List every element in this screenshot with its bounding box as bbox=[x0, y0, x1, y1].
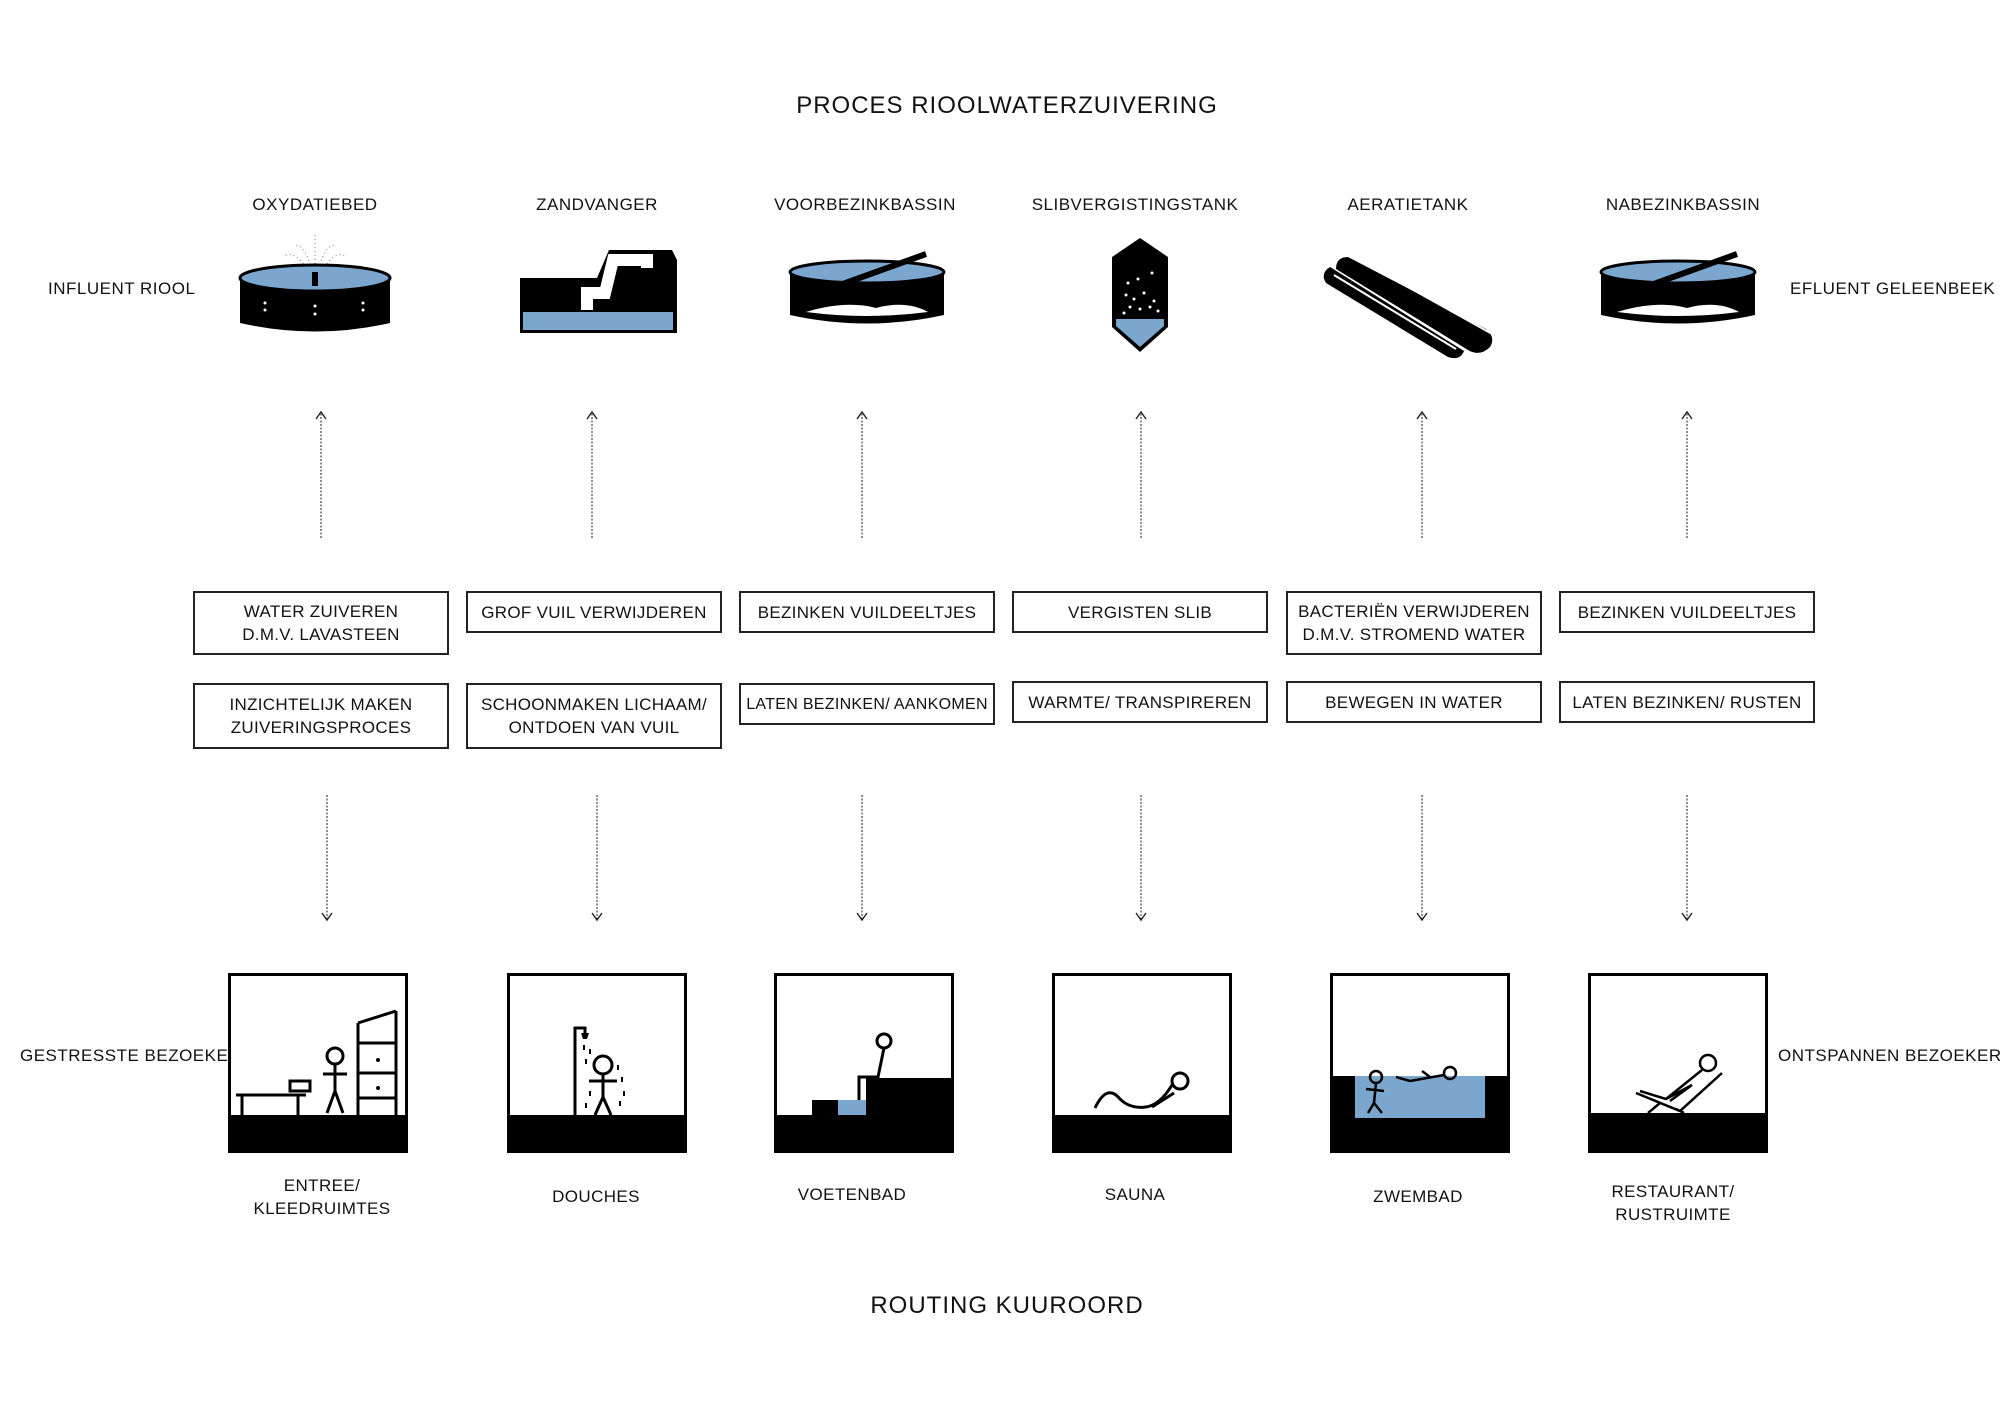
stage-label-nabezinkbassin: NABEZINKBASSIN bbox=[1605, 195, 1761, 214]
stage-label-oxydatiebed: OXYDATIEBED bbox=[252, 195, 378, 214]
diagram-title: PROCES RIOOLWATERZUIVERING bbox=[796, 92, 1218, 119]
up-arrow-6 bbox=[1681, 410, 1693, 538]
up-arrow-3 bbox=[856, 410, 868, 538]
influent-label: INFLUENT RIOOL bbox=[48, 279, 196, 298]
activity-box-5: BEWEGEN IN WATER bbox=[1286, 681, 1542, 723]
routing-title: ROUTING KUUROORD bbox=[870, 1292, 1144, 1319]
shower-scene-icon bbox=[507, 973, 687, 1153]
room-label-zwembad: ZWEMBAD bbox=[1373, 1187, 1463, 1206]
activity-box-4: WARMTE/ TRANSPIREREN bbox=[1012, 681, 1268, 723]
activity-box-2: SCHOONMAKEN LICHAAM/ ONTDOEN VAN VUIL bbox=[466, 683, 722, 749]
restaurant-rest-scene-icon bbox=[1588, 973, 1768, 1153]
down-arrow-2 bbox=[591, 795, 603, 922]
effluent-label: EFLUENT GELEENBEEK bbox=[1790, 279, 1996, 298]
up-arrow-2 bbox=[586, 410, 598, 538]
up-arrow-5 bbox=[1416, 410, 1428, 538]
stage-label-zandvanger: ZANDVANGER bbox=[536, 195, 658, 214]
secondary-settling-basin-icon bbox=[1599, 251, 1757, 327]
oxidation-bed-icon bbox=[238, 234, 392, 335]
process-box-3: BEZINKEN VUILDEELTJES bbox=[739, 591, 995, 633]
activity-box-1: INZICHTELIJK MAKEN ZUIVERINGSPROCES bbox=[193, 683, 449, 749]
process-box-1: WATER ZUIVEREN D.M.V. LAVASTEEN bbox=[193, 591, 449, 655]
footbath-scene-icon bbox=[774, 973, 954, 1153]
room-label-douches: DOUCHES bbox=[552, 1187, 640, 1206]
room-label-entree: ENTREE/ KLEEDRUIMTES bbox=[253, 1176, 391, 1218]
room-label-voetenbad: VOETENBAD bbox=[797, 1185, 907, 1204]
stage-label-voorbezinkbassin: VOORBEZINKBASSIN bbox=[774, 195, 956, 214]
sand-trap-icon bbox=[520, 250, 677, 333]
activity-box-3: LATEN BEZINKEN/ AANKOMEN bbox=[739, 683, 995, 725]
sauna-scene-icon bbox=[1052, 973, 1232, 1153]
relaxed-visitor-label: ONTSPANNEN BEZOEKER bbox=[1778, 1046, 2000, 1065]
down-arrow-5 bbox=[1416, 795, 1428, 922]
swimming-pool-scene-icon bbox=[1330, 973, 1510, 1153]
up-arrow-4 bbox=[1135, 410, 1147, 538]
process-box-2: GROF VUIL VERWIJDEREN bbox=[466, 591, 722, 633]
process-box-6: BEZINKEN VUILDEELTJES bbox=[1559, 591, 1815, 633]
down-arrow-4 bbox=[1135, 795, 1147, 922]
stage-label-slibvergistingstank: SLIBVERGISTINGSTANK bbox=[1031, 195, 1239, 214]
process-box-4: VERGISTEN SLIB bbox=[1012, 591, 1268, 633]
down-arrow-1 bbox=[321, 795, 333, 922]
process-box-5: BACTERIËN VERWIJDEREN D.M.V. STROMEND WA… bbox=[1286, 591, 1542, 655]
down-arrow-3 bbox=[856, 795, 868, 922]
room-label-sauna: SAUNA bbox=[1104, 1185, 1166, 1204]
sludge-digestion-tank-icon bbox=[1112, 238, 1168, 352]
stressed-visitor-label: GESTRESSTE BEZOEKER bbox=[20, 1046, 242, 1065]
activity-box-6: LATEN BEZINKEN/ RUSTEN bbox=[1559, 681, 1815, 723]
down-arrow-6 bbox=[1681, 795, 1693, 922]
entrance-scene-icon bbox=[228, 973, 408, 1153]
aeration-tank-icon bbox=[1323, 257, 1495, 359]
primary-settling-basin-icon bbox=[788, 251, 946, 327]
room-label-restaurant: RESTAURANT/ RUSTRUIMTE bbox=[1611, 1182, 1735, 1224]
stage-label-aeratietank: AERATIETANK bbox=[1347, 195, 1469, 214]
up-arrow-1 bbox=[315, 410, 327, 538]
